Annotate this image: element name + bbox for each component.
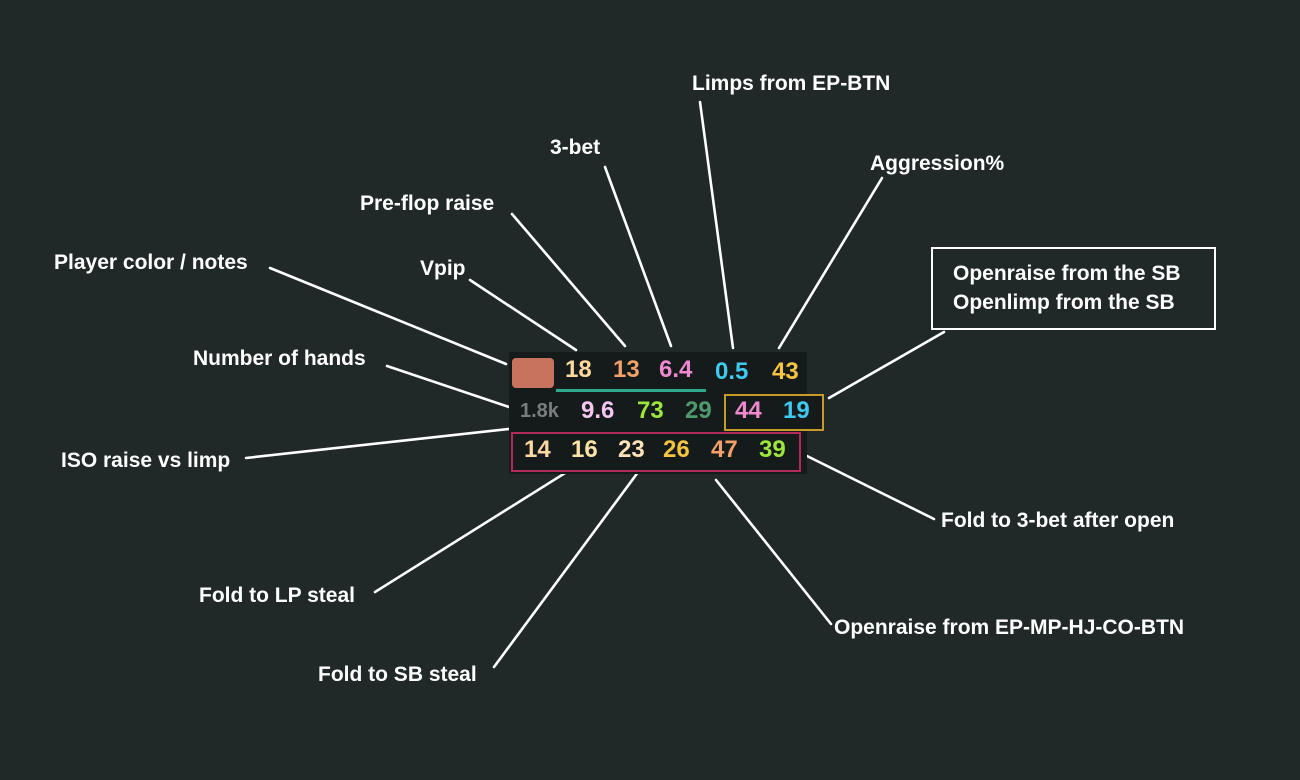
label-three-bet: 3-bet (550, 136, 601, 159)
label-openraise-ep: Openraise from EP-MP-HJ-CO-BTN (834, 616, 1185, 639)
leader-vpip (468, 278, 578, 352)
label-pfr: Pre-flop raise (360, 192, 495, 215)
stat-openraise-ep: 14 (524, 436, 551, 463)
label-fold-sb: Fold to SB steal (318, 663, 477, 686)
stat-openraise-mp: 16 (571, 436, 598, 463)
leader-player-color (268, 266, 508, 366)
stat-vpip: 18 (565, 356, 592, 383)
stat-pfr: 13 (613, 356, 640, 383)
stat-openraise-btn: 47 (711, 436, 738, 463)
stat-fold-sb-steal: 29 (685, 397, 712, 424)
label-fold-lp: Fold to LP steal (199, 584, 355, 607)
label-aggression: Aggression% (870, 152, 1005, 175)
leader-fold-3bet (805, 454, 936, 521)
leader-three-bet (603, 165, 673, 348)
leader-limps (698, 100, 735, 350)
stat-underline (556, 389, 706, 392)
hud-panel: 18 13 6.4 0.5 43 1.8k 9.6 73 29 44 19 14… (509, 352, 824, 474)
label-player-color: Player color / notes (54, 251, 248, 274)
leader-hands (385, 364, 514, 410)
preflop-stats-box (511, 432, 801, 472)
label-limps: Limps from EP-BTN (692, 72, 891, 95)
label-vpip: Vpip (420, 257, 466, 280)
stat-iso: 9.6 (581, 397, 615, 424)
leader-openraise-ep (714, 478, 833, 626)
stat-openraise-co: 26 (663, 436, 690, 463)
stat-fold-lp-steal: 73 (637, 397, 664, 424)
leader-pfr (510, 212, 627, 348)
label-hands: Number of hands (193, 347, 366, 370)
stat-hands: 1.8k (520, 400, 559, 422)
stat-fold-to-3bet: 39 (759, 436, 786, 463)
label-sb-open-box: Openraise from the SB Openlimp from the … (931, 247, 1216, 330)
leader-sb-open (827, 330, 946, 400)
label-sb-openlimp: Openlimp from the SB (953, 291, 1175, 314)
label-iso: ISO raise vs limp (61, 449, 231, 472)
stat-limps: 0.5 (715, 358, 749, 385)
leader-aggression (777, 176, 884, 350)
stat-sb-openraise: 44 (735, 397, 762, 424)
label-fold-3bet: Fold to 3-bet after open (941, 509, 1175, 532)
sb-stats-box (724, 394, 824, 431)
stat-aggression: 43 (772, 358, 799, 385)
stat-three-bet: 6.4 (659, 356, 693, 383)
label-sb-openraise: Openraise from the SB (953, 262, 1181, 285)
player-color-swatch[interactable] (512, 358, 554, 388)
stat-openraise-hj: 23 (618, 436, 645, 463)
stat-sb-openlimp: 19 (783, 397, 810, 424)
